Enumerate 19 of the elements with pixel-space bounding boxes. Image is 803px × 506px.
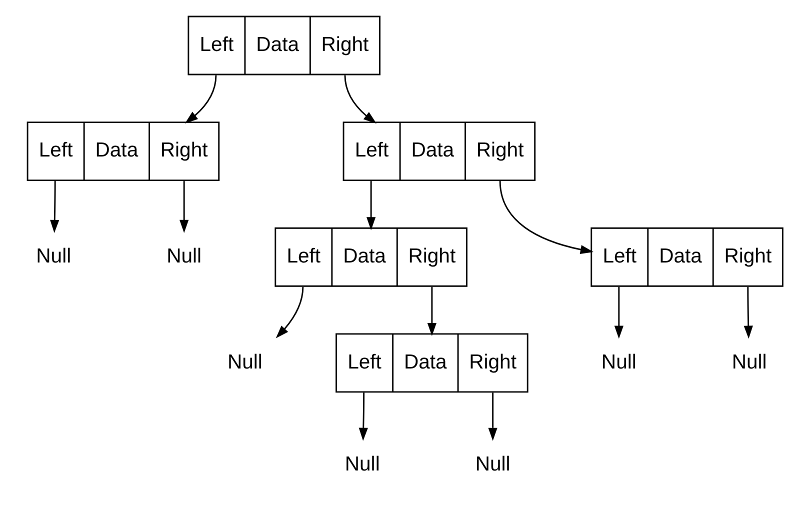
arrow <box>276 286 304 338</box>
arrow <box>427 286 437 336</box>
node-text: Null <box>344 452 380 475</box>
arrow <box>184 74 217 123</box>
node-text: Null <box>166 244 202 267</box>
node-text: Null <box>475 452 510 475</box>
arrow <box>366 180 376 230</box>
arrow <box>358 392 368 440</box>
node-text: Null <box>36 244 72 267</box>
node-text: Null <box>601 350 636 373</box>
arrow <box>744 286 753 338</box>
arrow <box>488 392 498 440</box>
node-text: Null <box>732 350 767 373</box>
arrow <box>614 286 624 338</box>
node-text: Null <box>227 350 262 373</box>
arrow <box>344 74 377 124</box>
arrow <box>180 180 189 232</box>
arrow <box>499 180 594 254</box>
arrow <box>50 180 60 232</box>
